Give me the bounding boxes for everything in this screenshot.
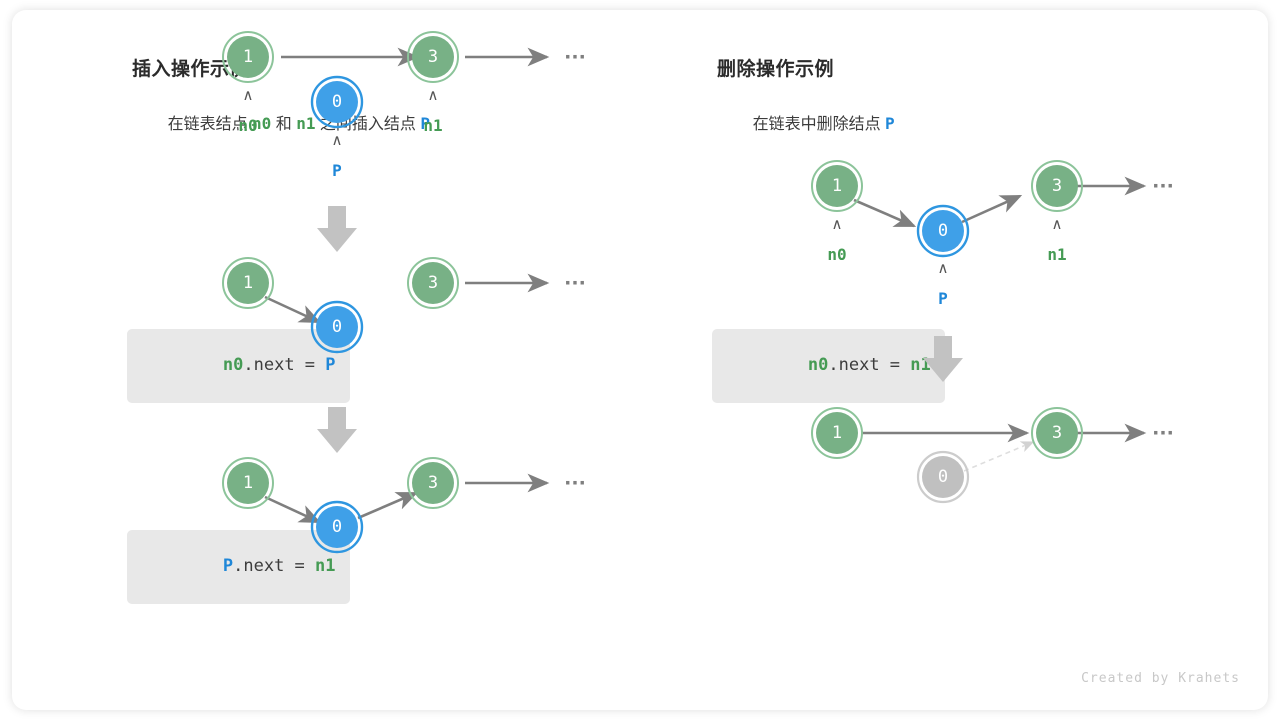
node-3: 3 (1031, 407, 1083, 459)
step-arrow-down-1 (923, 336, 963, 382)
node-value: 1 (832, 176, 842, 196)
insert-row-initial: 1 ∧ n0 0 ∧ P 3 (222, 31, 586, 180)
code-token-n1: n1 (315, 555, 336, 576)
arrow-down-icon (923, 336, 963, 382)
label-p: P (938, 289, 948, 308)
node-value: 0 (332, 92, 342, 112)
subtitle-text-2: 和 (271, 116, 297, 133)
node-p: 0 (310, 500, 364, 554)
code-box-p-next-n1: P.next = n1 (127, 530, 350, 604)
credit-text: Created by Krahets (1081, 671, 1240, 686)
node-value: 1 (243, 47, 253, 67)
node-1: 1 (222, 457, 274, 509)
caret-icon-p: ∧ (332, 131, 343, 149)
code-token-next-eq2: .next = (233, 555, 316, 576)
code-token-p2: P (222, 555, 234, 576)
label-n1: n1 (423, 116, 442, 135)
node-deleted-p: 0 (916, 450, 970, 504)
node-value: 1 (243, 273, 253, 293)
code-box-n0-next-n1: n0.next = n1 (712, 329, 945, 403)
node-1: 1 (811, 407, 863, 459)
link-p-to-n1 (357, 491, 419, 520)
node-n1: 3 (1031, 160, 1083, 212)
node-value: 3 (1052, 176, 1062, 196)
caret-icon-p: ∧ (938, 259, 949, 277)
subtitle-token-n0: n0 (252, 114, 272, 133)
link-n0-to-p (264, 295, 322, 324)
node-value: 3 (428, 47, 438, 67)
ellipsis-icon: ··· (564, 46, 586, 68)
delete-row-initial: 1 ∧ n0 0 ∧ P 3 ∧ (811, 160, 1174, 308)
label-p: P (332, 161, 342, 180)
ellipsis-icon: ··· (564, 272, 586, 294)
delete-row-after: 1 0 3 ··· (811, 407, 1174, 504)
link-deleted-p-to-n1 (963, 441, 1035, 472)
insert-diagram-svg: 1 ∧ n0 0 ∧ P 3 (222, 31, 586, 554)
node-1: 1 (222, 257, 274, 309)
code-token-next-eq: .next = (243, 354, 326, 375)
caret-icon-n0: ∧ (832, 215, 843, 233)
node-n0: 1 (222, 31, 274, 83)
code-token-p: P (325, 354, 336, 375)
arrow-down-icon (317, 206, 357, 252)
code-token-n0: n0 (807, 354, 829, 375)
node-p: 0 (310, 300, 364, 354)
label-n0: n0 (827, 245, 846, 264)
code-box-n0-next-p: n0.next = P (127, 329, 350, 403)
caret-icon-n0: ∧ (243, 86, 254, 104)
node-3: 3 (407, 457, 459, 509)
code-token-next-eq: .next = (828, 354, 911, 375)
insert-row-after-step1: 1 0 3 ··· (222, 257, 586, 354)
subtitle-token-p: P (420, 114, 430, 133)
subtitle-token-p: P (885, 114, 895, 133)
step-arrow-down-1 (317, 206, 357, 252)
step-arrow-down-2 (317, 407, 357, 453)
insert-panel-title: 插入操作示例 (132, 59, 250, 80)
code-token-n0: n0 (222, 354, 244, 375)
insert-row-after-step2: 1 0 3 ··· (222, 457, 586, 554)
node-value: 1 (832, 423, 842, 443)
node-value: 0 (938, 221, 948, 241)
node-value: 1 (243, 473, 253, 493)
delete-panel-title: 删除操作示例 (717, 59, 835, 80)
node-value: 3 (428, 273, 438, 293)
node-value: 0 (332, 317, 342, 337)
ellipsis-icon: ··· (1152, 175, 1174, 197)
subtitle-text-1: 在链表中删除结点 (752, 116, 886, 133)
link-p-to-n1 (961, 194, 1023, 224)
node-value: 3 (428, 473, 438, 493)
subtitle-token-n1: n1 (296, 114, 316, 133)
delete-diagram-svg: 1 ∧ n0 0 ∧ P 3 ∧ (811, 160, 1174, 504)
node-n1: 3 (407, 31, 459, 83)
ellipsis-icon: ··· (1152, 422, 1174, 444)
node-value: 0 (938, 467, 948, 487)
caret-icon-n1: ∧ (1052, 215, 1063, 233)
subtitle-text-1: 在链表结点 (167, 116, 253, 133)
link-n0-to-p (264, 495, 322, 524)
node-3: 3 (407, 257, 459, 309)
label-n0: n0 (238, 116, 257, 135)
node-value: 3 (1052, 423, 1062, 443)
node-p: 0 (916, 204, 970, 258)
node-p: 0 (310, 75, 364, 129)
diagram-card: 插入操作示例 在链表结点 n0 和 n1 之间插入结点 P n0.next = … (12, 10, 1268, 710)
delete-panel-subtitle: 在链表中删除结点 P (717, 92, 895, 152)
arrow-down-icon (317, 407, 357, 453)
ellipsis-icon: ··· (564, 472, 586, 494)
link-n0-to-p (853, 198, 917, 228)
node-n0: 1 (811, 160, 863, 212)
caret-icon-n1: ∧ (428, 86, 439, 104)
node-value: 0 (332, 517, 342, 537)
label-n1: n1 (1047, 245, 1066, 264)
